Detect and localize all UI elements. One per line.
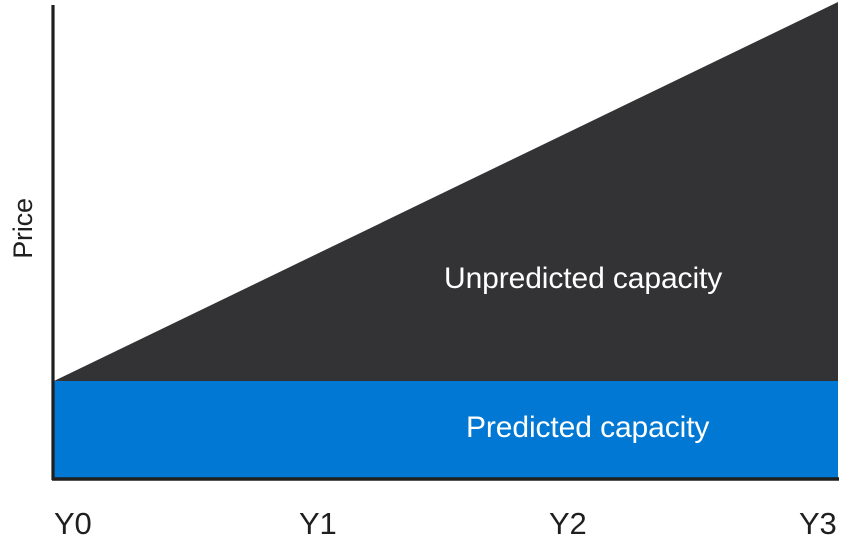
area-predicted-capacity [54,381,838,478]
x-tick-label-y3: Y3 [799,506,837,541]
x-tick-label-y1: Y1 [299,506,337,541]
series-label-unpredicted-capacity: Unpredicted capacity [444,262,723,295]
x-tick-label-y0: Y0 [54,506,92,541]
x-tick-label-y2: Y2 [549,506,587,541]
series-label-predicted-capacity: Predicted capacity [466,411,710,444]
area-unpredicted-capacity [54,2,838,381]
